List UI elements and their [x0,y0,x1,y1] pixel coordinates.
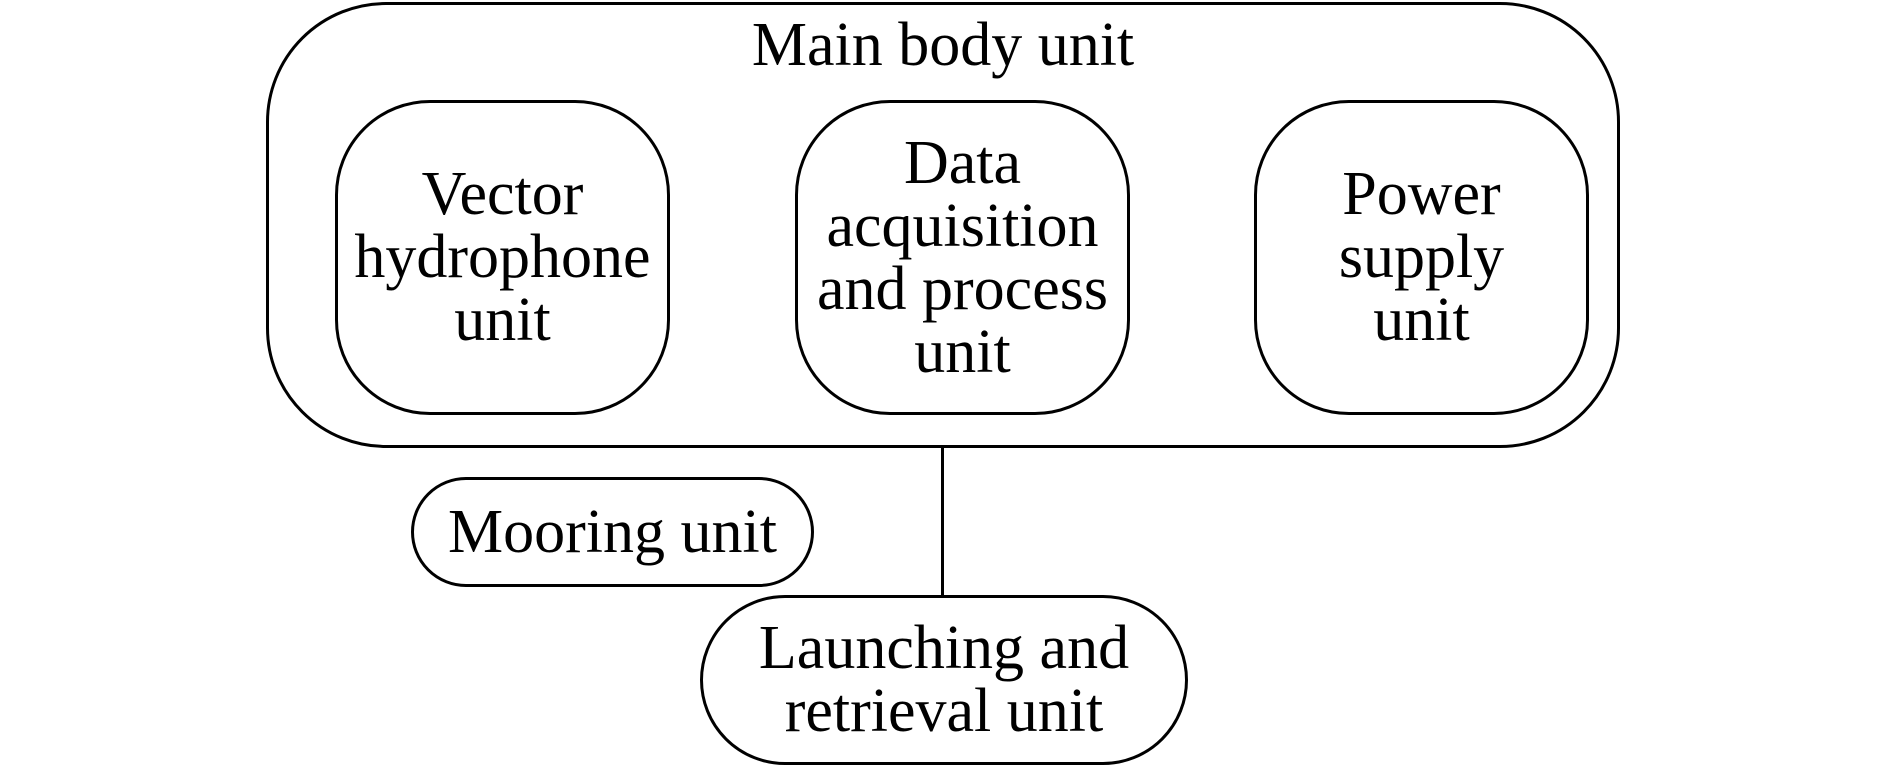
data-acquisition-unit-label-line: unit [914,317,1011,386]
connector-line [941,448,944,596]
data-acquisition-unit-label-line: Data [903,128,1022,197]
data-acquisition-unit-box: Data acquisition and process unit [795,100,1130,415]
launching-retrieval-unit-label-line: Launching and [758,614,1130,682]
vector-hydrophone-unit-label-line: hydrophone [354,223,651,291]
vector-hydrophone-unit-box: Vector hydrophone unit [335,100,670,415]
data-acquisition-unit-label-line: and process [817,254,1108,323]
vector-hydrophone-unit-label-line: Vector [421,160,584,228]
power-supply-unit-label-line: unit [1373,286,1470,354]
mooring-unit-label: Mooring unit [448,497,777,566]
power-supply-unit-label-line: Power [1342,160,1501,228]
main-body-unit-title: Main body unit [751,11,1135,79]
power-supply-unit-label-line: supply [1338,223,1505,291]
launching-retrieval-unit-label-line: retrieval unit [784,677,1104,745]
launching-retrieval-unit-box: Launching and retrieval unit [700,595,1188,765]
power-supply-unit-box: Power supply unit [1254,100,1589,415]
mooring-unit-box: Mooring unit [411,477,814,587]
vector-hydrophone-unit-label-line: unit [454,286,551,354]
data-acquisition-unit-label-line: acquisition [826,191,1099,260]
